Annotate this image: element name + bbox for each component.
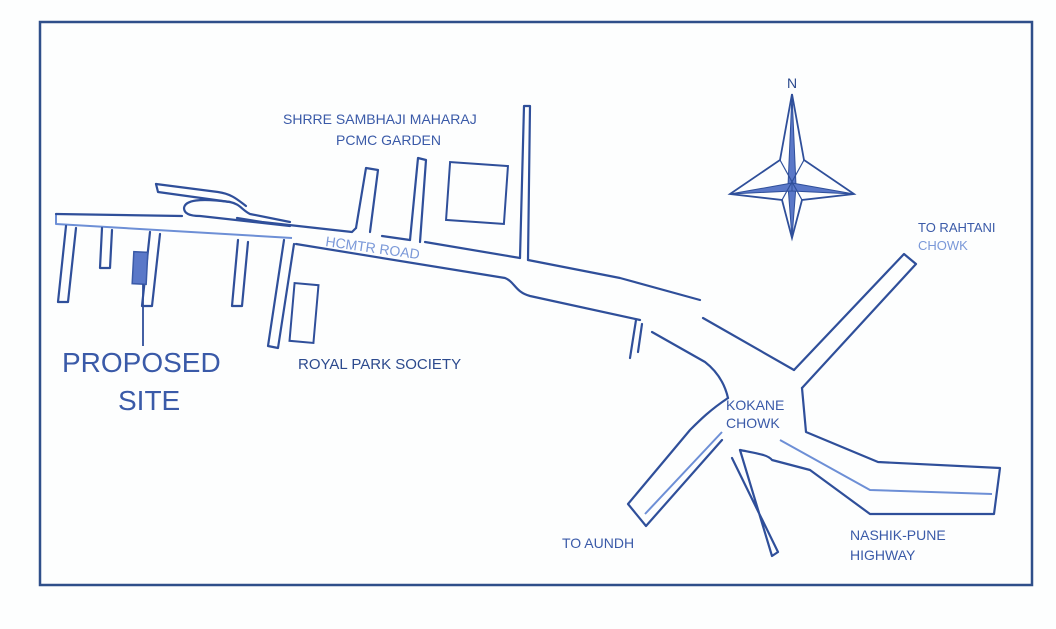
royal-park-block	[288, 281, 320, 345]
proposed-site-marker	[131, 250, 149, 346]
aundh-label: TO AUNDH	[562, 535, 634, 551]
rahtani-label-line1: TO RAHTANI	[918, 220, 996, 235]
compass-rose-icon: N	[727, 75, 857, 242]
proposed-site-label-line2: SITE	[118, 385, 180, 416]
kokane-chowk-label-line1: KOKANE	[726, 397, 784, 413]
highway-label-line1: NASHIK-PUNE	[850, 527, 946, 543]
kokane-junction	[626, 386, 1002, 558]
map-border	[38, 20, 1034, 587]
hcmtr-road	[54, 212, 796, 400]
side-lane	[628, 318, 644, 360]
left-lanes	[56, 224, 296, 350]
service-road	[154, 182, 292, 228]
royal-park-label: ROYAL PARK SOCIETY	[298, 356, 461, 373]
garden-lanes	[354, 104, 532, 262]
garden-label-line2: PCMC GARDEN	[336, 132, 441, 148]
highway-label-line2: HIGHWAY	[850, 547, 916, 563]
garden-label-line1: SHRRE SAMBHAJI MAHARAJ	[283, 111, 477, 127]
proposed-site-label-line1: PROPOSED	[62, 347, 221, 378]
rahtani-label-line2: CHOWK	[918, 238, 968, 253]
rahtani-road	[792, 252, 918, 390]
north-label: N	[787, 75, 797, 91]
road-name-label: HCMTR ROAD	[325, 233, 421, 262]
kokane-chowk-label-line2: CHOWK	[726, 415, 780, 431]
